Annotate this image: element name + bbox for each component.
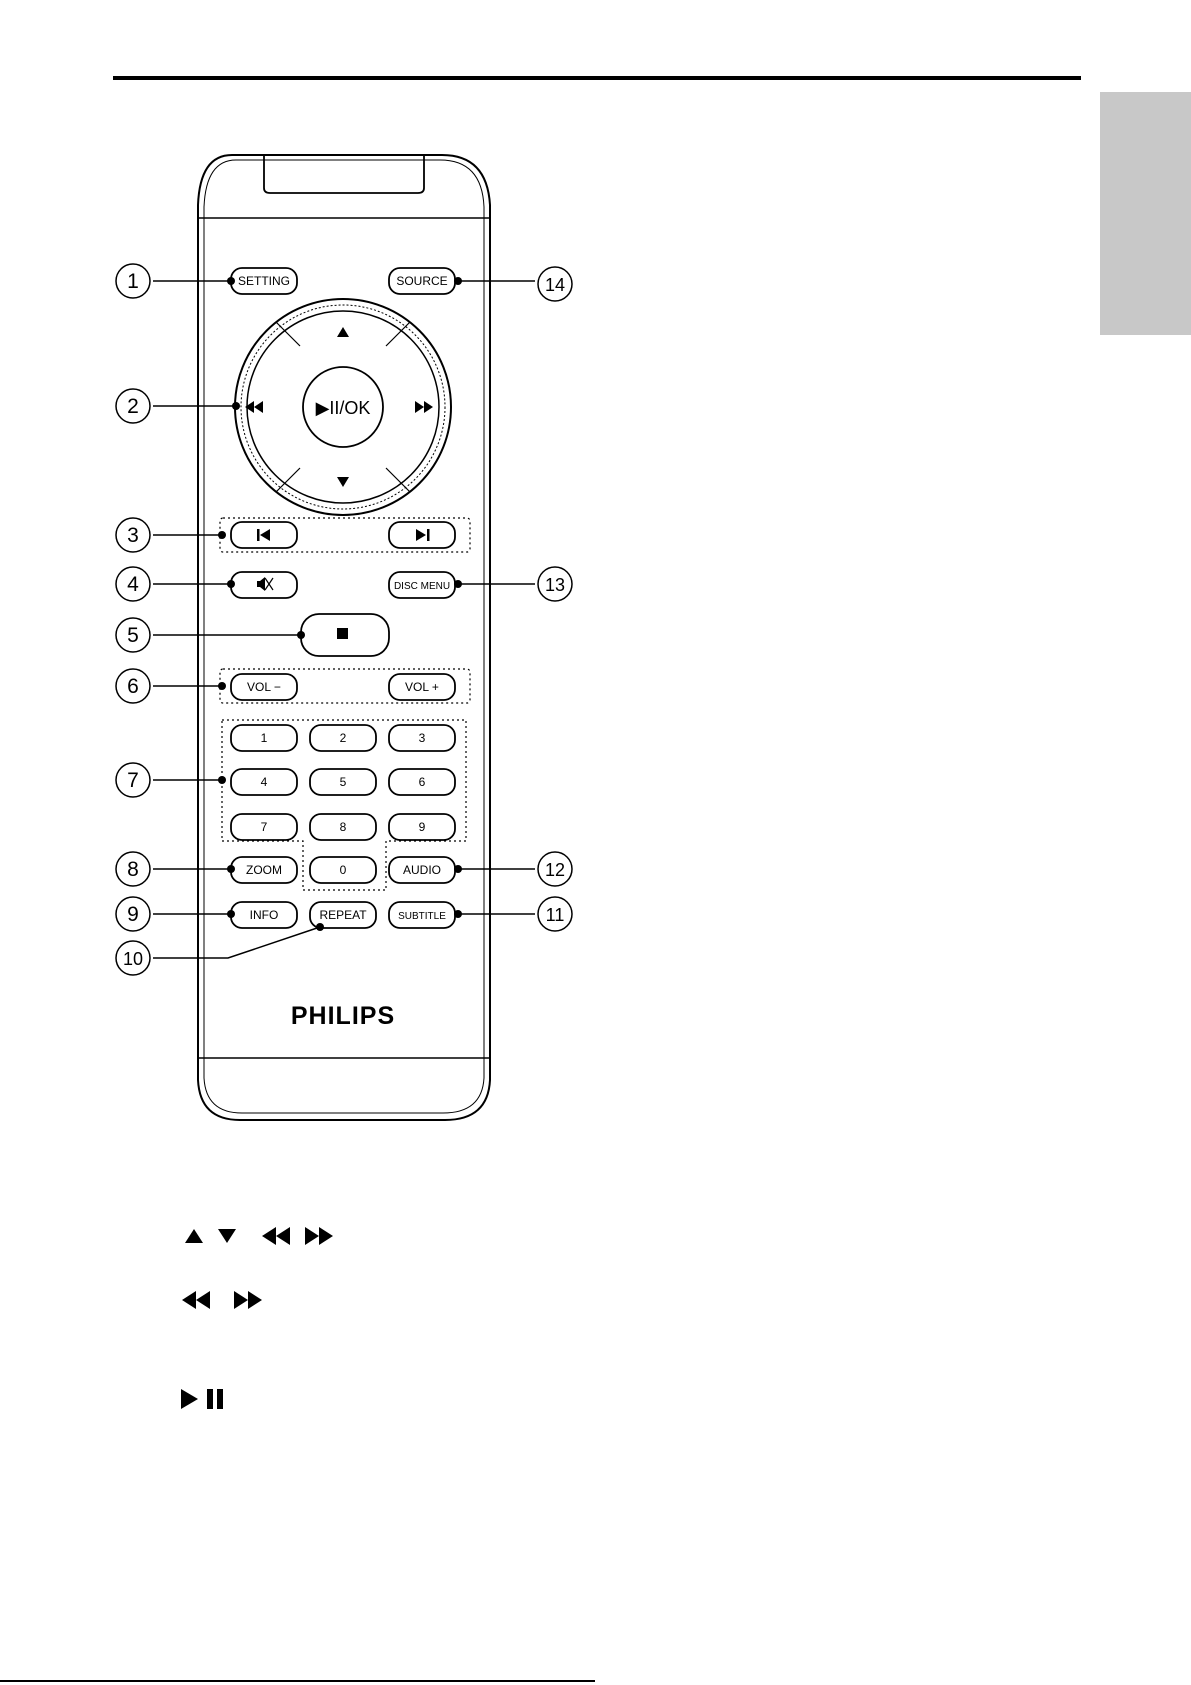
play-pause-symbol-icon: [181, 1389, 223, 1409]
up-symbol-icon: [185, 1229, 203, 1243]
repeat-label: REPEAT: [319, 908, 367, 922]
subtitle-label: SUBTITLE: [398, 911, 446, 922]
vol-plus-label: VOL +: [405, 680, 439, 694]
callout-number-10: 10: [123, 949, 143, 969]
disc-menu-label: DISC MENU: [394, 581, 450, 592]
callout-number-9: 9: [127, 903, 139, 926]
fast-forward-icon[interactable]: [415, 401, 433, 413]
stop-icon: [337, 628, 348, 639]
num-6-label: 6: [419, 775, 426, 789]
callout-number-7: 7: [127, 769, 139, 792]
num-3-label: 3: [419, 731, 426, 745]
rewind-symbol-2-icon: [182, 1291, 210, 1309]
symbol-row-1: [185, 1227, 333, 1245]
callout-number-2: 2: [127, 395, 139, 418]
brand-logo: PHILIPS: [291, 1002, 395, 1030]
callout-number-14: 14: [545, 275, 565, 295]
callout-number-8: 8: [127, 858, 139, 881]
callout-number-1: 1: [127, 270, 139, 293]
callout-number-6: 6: [127, 675, 139, 698]
rewind-symbol-icon: [262, 1227, 290, 1245]
forward-symbol-2-icon: [234, 1291, 262, 1309]
num-7-label: 7: [261, 820, 268, 834]
up-arrow-icon[interactable]: [337, 327, 349, 337]
callout-number-3: 3: [127, 524, 139, 547]
symbol-row-2: [182, 1291, 262, 1309]
source-label: SOURCE: [396, 274, 447, 288]
num-0-label: 0: [340, 863, 347, 877]
setting-label: SETTING: [238, 274, 290, 288]
zoom-label: ZOOM: [246, 863, 282, 877]
forward-symbol-icon: [305, 1227, 333, 1245]
callout-number-12: 12: [545, 860, 565, 880]
callout-number-11: 11: [546, 905, 565, 925]
callout-number-13: 13: [545, 575, 565, 595]
ok-button-label: ▶II/OK: [316, 398, 371, 418]
vol-minus-label: VOL −: [247, 680, 281, 694]
info-label: INFO: [250, 908, 279, 922]
down-arrow-icon[interactable]: [337, 477, 349, 487]
num-4-label: 4: [261, 775, 268, 789]
num-2-label: 2: [340, 731, 347, 745]
audio-label: AUDIO: [403, 863, 441, 877]
num-1-label: 1: [261, 731, 268, 745]
callout-number-4: 4: [127, 573, 139, 596]
num-5-label: 5: [340, 775, 347, 789]
down-symbol-icon: [218, 1229, 236, 1243]
callout-number-5: 5: [127, 624, 139, 647]
num-9-label: 9: [419, 820, 426, 834]
num-8-label: 8: [340, 820, 347, 834]
